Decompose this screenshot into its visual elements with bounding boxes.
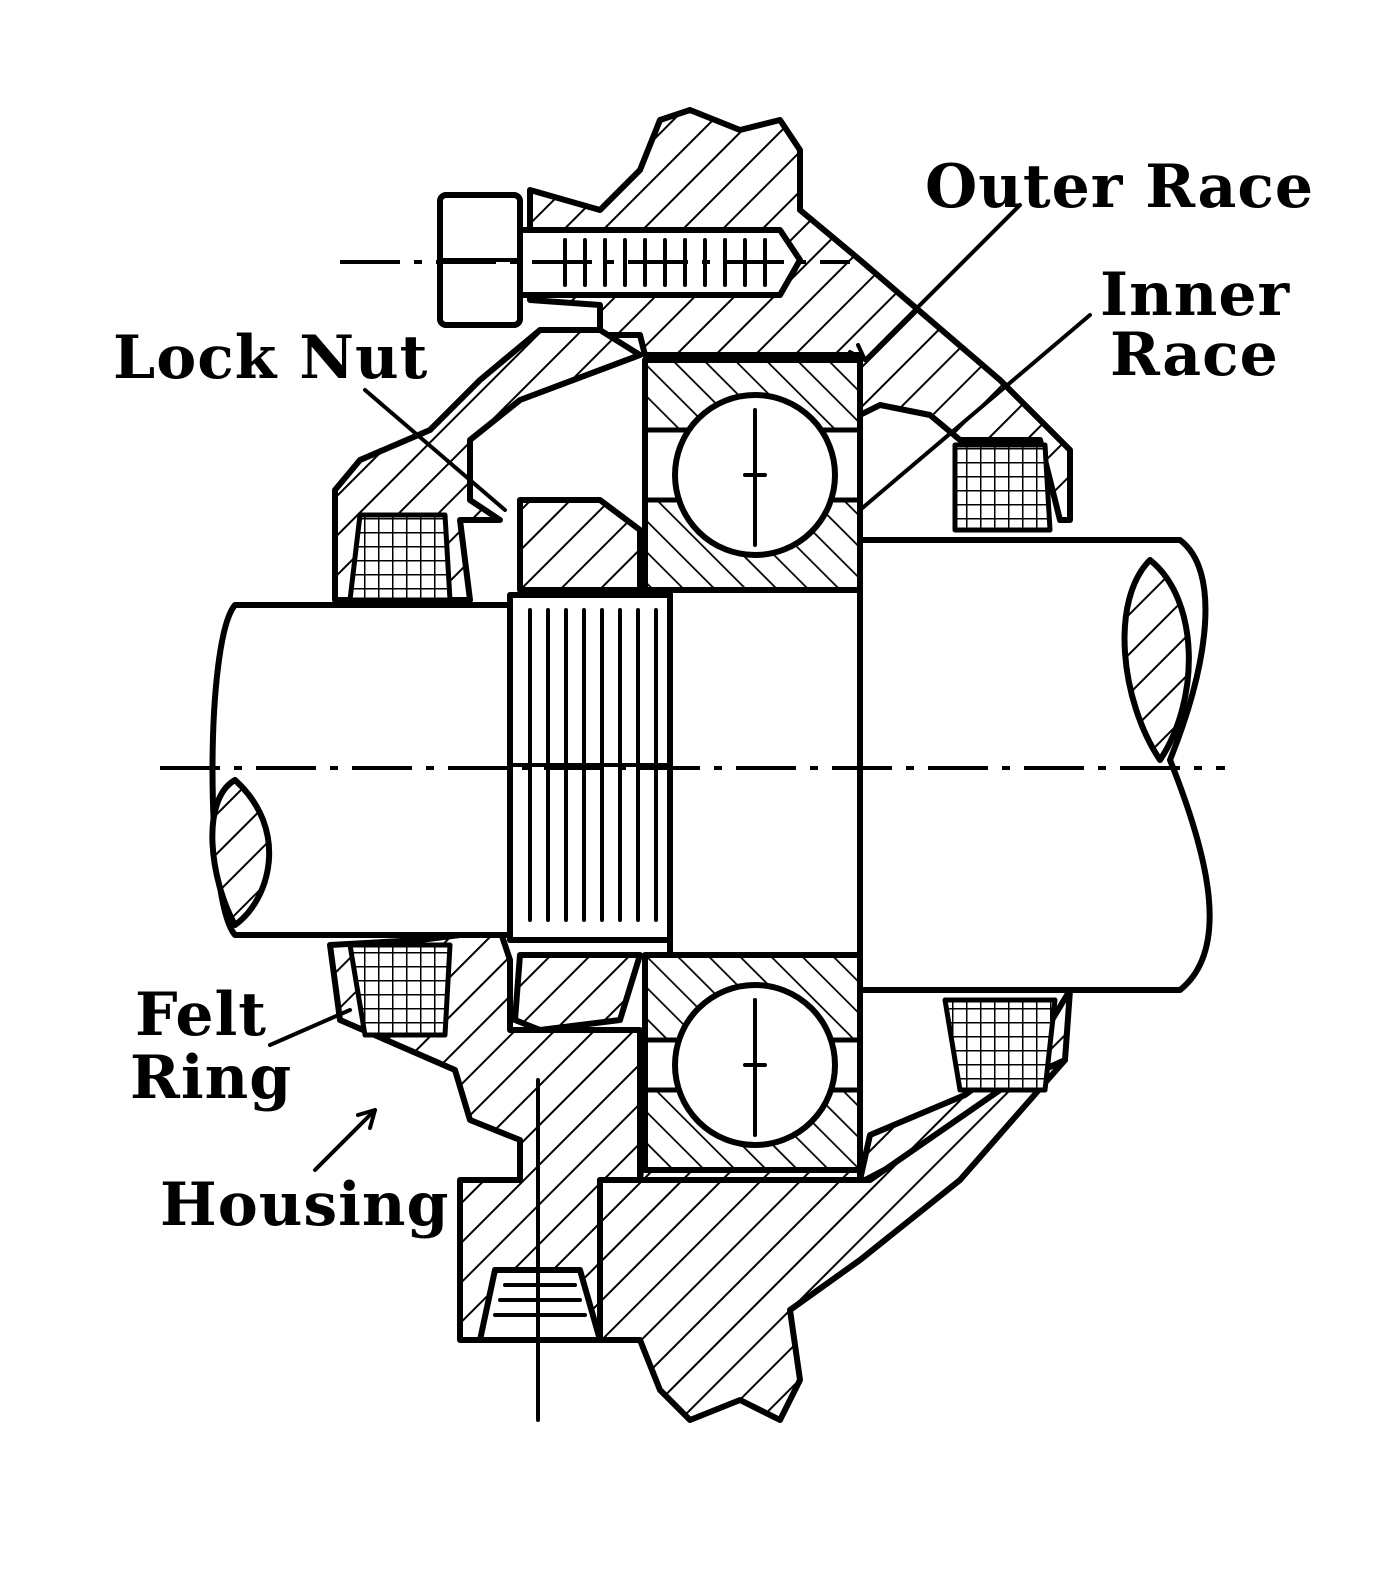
felt-ring-lower-right [942, 997, 1058, 1093]
label-outer-race: Outer Race [925, 152, 1314, 222]
label-lock-nut: Lock Nut [113, 323, 428, 393]
shaft-right-break [1121, 557, 1192, 763]
housing-leader [313, 1108, 377, 1172]
label-inner-race-line1: Inner [1100, 260, 1290, 330]
label-felt-ring-line2: Ring [130, 1043, 292, 1113]
label-felt-ring-line1: Felt [135, 980, 267, 1050]
felt-ring-upper-left [347, 512, 453, 603]
felt-ring-upper-right [952, 442, 1053, 533]
shaft-left-break [209, 777, 273, 928]
label-inner-race-line2: Race [1110, 320, 1279, 390]
lock-washer-lower [512, 952, 643, 1033]
lock-nut-leader [363, 388, 507, 512]
housing-main [527, 107, 1073, 523]
felt-ring-leader [268, 1008, 352, 1047]
inner-race-leader [858, 313, 1092, 512]
inner-race-bore [667, 587, 863, 958]
felt-ring-lower-left [347, 942, 453, 1038]
lock-washer [517, 497, 643, 593]
lock-nut-threads [508, 608, 672, 922]
label-housing: Housing [160, 1170, 449, 1240]
outer-race-leader [863, 203, 1022, 362]
